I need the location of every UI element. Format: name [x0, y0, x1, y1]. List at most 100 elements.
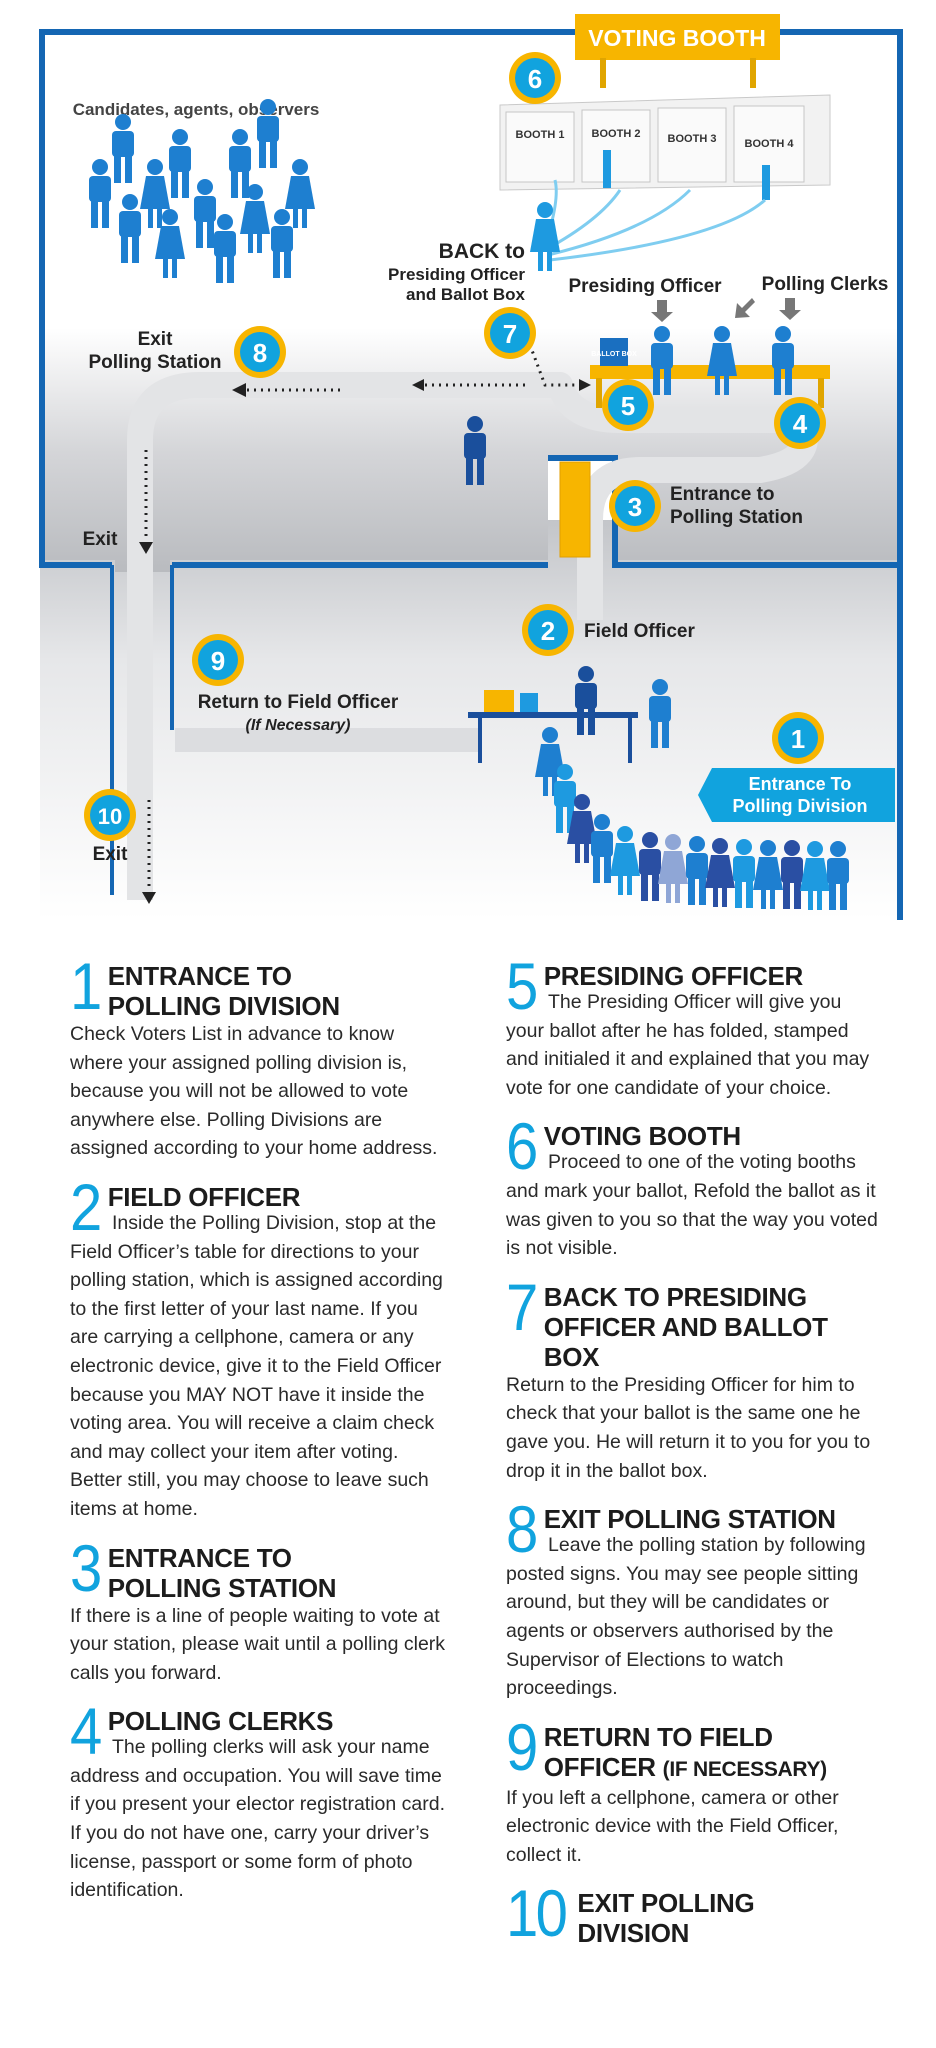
step-number: 4 — [70, 1694, 102, 1769]
marker-9: 9 — [192, 634, 244, 686]
step-title: EXIT POLLING STATION — [543, 1504, 836, 1535]
svg-text:2: 2 — [541, 616, 555, 646]
svg-text:7: 7 — [503, 319, 517, 349]
step-title: FIELD OFFICER — [107, 1181, 301, 1212]
marker-8: 8 — [234, 326, 286, 378]
step-title-line-2: OFFICER — [543, 1751, 656, 1782]
instructions-right-column: 5 PRESIDING OFFICER The Presiding Office… — [506, 949, 884, 1965]
step-title-line-2: DIVISION — [577, 1918, 690, 1949]
step-body: If there is a line of people waiting to … — [70, 1604, 446, 1684]
marker-5: 5 — [602, 379, 654, 431]
step-number: 1 — [70, 949, 102, 1023]
back-label-3: and Ballot Box — [406, 285, 526, 304]
step-number: 2 — [70, 1169, 102, 1244]
step-body: If you left a cellphone, camera or other… — [506, 1786, 839, 1866]
svg-text:8: 8 — [253, 338, 267, 368]
dotted-arrows — [144, 344, 580, 890]
entrance-door — [559, 461, 591, 558]
marker-4: 4 — [774, 397, 826, 449]
step-number: 8 — [506, 1492, 538, 1567]
entrance-division-label-2: Polling Division — [732, 796, 867, 816]
step-title: POLLING CLERKS — [107, 1706, 334, 1737]
ballot-box-label: BALLOT BOX — [591, 351, 637, 358]
step-body: Check Voters List in advance to know whe… — [70, 1023, 438, 1160]
marker-3: 3 — [609, 480, 661, 532]
marker-1: 1 — [772, 712, 824, 764]
step-title: PRESIDING OFFICER — [543, 961, 804, 991]
exit-station-label-2: Polling Station — [89, 352, 222, 373]
svg-text:1: 1 — [791, 724, 805, 754]
svg-text:6: 6 — [528, 64, 542, 94]
step-title: ENTRANCE TO — [107, 961, 292, 991]
step-title: RETURN TO FIELD — [543, 1721, 773, 1752]
instructions-left-column: 1 ENTRANCE TO POLLING DIVISION Check Vot… — [70, 949, 448, 1923]
step-body: Proceed to one of the voting booths and … — [506, 1151, 878, 1260]
step-title-line-2: POLLING STATION — [107, 1572, 337, 1603]
voting-booth-sign-text: VOTING BOOTH — [588, 25, 766, 51]
step-body: The polling clerks will ask your name ad… — [70, 1736, 446, 1902]
officers-table: BALLOT BOX — [590, 326, 830, 408]
step-number: 3 — [70, 1530, 102, 1605]
step-7: 7 BACK TO PRESIDING OFFICER AND BALLOT B… — [506, 1269, 884, 1485]
step-1: 1 ENTRANCE TO POLLING DIVISION Check Vot… — [70, 949, 448, 1163]
step-body: Inside the Polling Division, stop at the… — [70, 1211, 443, 1520]
field-officer-table — [468, 666, 671, 763]
booth-1-label: BOOTH 1 — [516, 129, 565, 141]
step-10: 10 EXIT POLLING DIVISION — [506, 1876, 884, 1951]
svg-text:9: 9 — [211, 646, 225, 676]
step-title: VOTING BOOTH — [543, 1121, 741, 1152]
step-3: 3 ENTRANCE TO POLLING STATION If there i… — [70, 1530, 448, 1688]
entrance-division-label-1: Entrance To — [749, 774, 852, 794]
marker-2: 2 — [522, 604, 574, 656]
step-title-line-3: BOX — [543, 1341, 600, 1372]
marker-6: 6 — [509, 52, 561, 104]
step-title-line-2: OFFICER AND BALLOT — [543, 1311, 828, 1342]
svg-text:4: 4 — [793, 409, 808, 439]
step-title: EXIT POLLING — [577, 1888, 755, 1919]
step-body: Return to the Presiding Officer for him … — [506, 1373, 871, 1482]
booths: BOOTH 1 BOOTH 2 BOOTH 3 BOOTH 4 — [499, 94, 831, 200]
voting-booth-sign — [575, 14, 780, 60]
step-markers: 6 7 8 5 4 3 2 9 1 10 — [84, 52, 826, 841]
step-8: 8 EXIT POLLING STATION Leave the polling… — [506, 1492, 884, 1703]
exit-bottom-label: Exit — [93, 844, 129, 865]
step-6: 6 VOTING BOOTH Proceed to one of the vot… — [506, 1109, 884, 1262]
presiding-officer-label: Presiding Officer — [568, 276, 722, 297]
return-label: Return to Field Officer — [198, 692, 399, 713]
step-9: 9 RETURN TO FIELD OFFICER (IF NECESSARY)… — [506, 1709, 884, 1870]
back-label-1: BACK to — [439, 240, 525, 263]
polling-clerks-label: Polling Clerks — [762, 274, 889, 295]
svg-text:3: 3 — [628, 492, 642, 522]
marker-7: 7 — [484, 307, 536, 359]
svg-text:10: 10 — [98, 804, 122, 829]
step-number: 6 — [506, 1109, 538, 1184]
step-4: 4 POLLING CLERKS The polling clerks will… — [70, 1694, 448, 1905]
walkway — [127, 372, 818, 900]
step-title: ENTRANCE TO — [107, 1542, 292, 1573]
booth-4-label: BOOTH 4 — [745, 138, 795, 150]
step-title: BACK TO PRESIDING — [543, 1281, 807, 1312]
step-number: 10 — [506, 1876, 568, 1951]
step-number: 5 — [506, 949, 538, 1023]
step-5: 5 PRESIDING OFFICER The Presiding Office… — [506, 949, 884, 1102]
step-title-line-2: POLLING DIVISION — [107, 991, 340, 1021]
entrance-station-label-2: Polling Station — [670, 507, 803, 528]
entrance-division-sign — [698, 768, 895, 822]
step-body: The Presiding Officer will give you your… — [506, 991, 870, 1099]
step-number: 9 — [506, 1709, 538, 1784]
entrance-station-label-1: Entrance to — [670, 484, 775, 505]
step-2: 2 FIELD OFFICER Inside the Polling Divis… — [70, 1169, 448, 1524]
step-number: 7 — [506, 1269, 538, 1344]
crowd-label: Candidates, agents, observers — [73, 100, 320, 119]
outer-area — [40, 520, 900, 920]
booth-2-label: BOOTH 2 — [592, 128, 641, 140]
polling-station-diagram: Candidates, agents, observers VOTING BOO… — [39, 14, 903, 920]
field-officer-label: Field Officer — [584, 621, 695, 642]
exit-station-label-1: Exit — [138, 329, 174, 350]
booth-3-label: BOOTH 3 — [668, 133, 717, 145]
return-sub-label: (If Necessary) — [246, 717, 351, 734]
marker-10: 10 — [84, 789, 136, 841]
exit-left-label: Exit — [83, 529, 119, 550]
svg-text:5: 5 — [621, 391, 635, 421]
back-label-2: Presiding Officer — [388, 265, 525, 284]
